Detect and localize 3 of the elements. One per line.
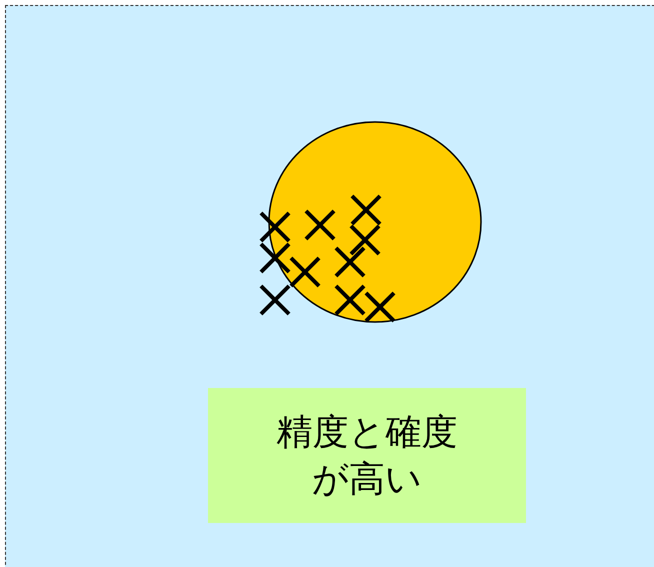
- text-box: [208, 388, 526, 523]
- label-text: 精度と確度が高い: [276, 410, 458, 500]
- panel-background: [5, 5, 654, 567]
